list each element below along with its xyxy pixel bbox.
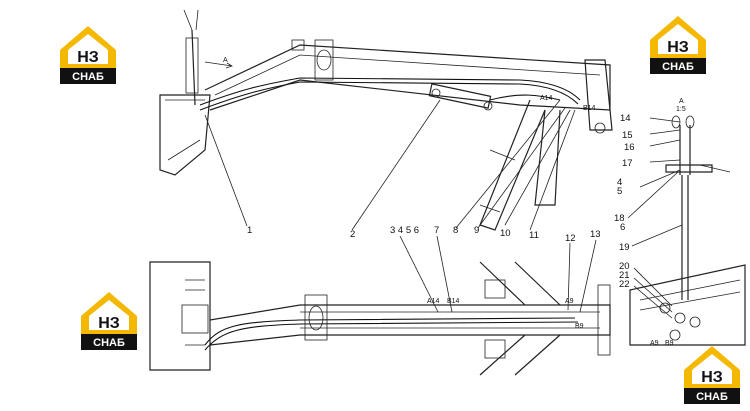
- callout-1: 1: [247, 225, 252, 236]
- callout-2: 2: [350, 229, 355, 240]
- view-scale: 1:5: [676, 106, 686, 113]
- callout-12: 12: [565, 233, 576, 244]
- callout-5: 5: [617, 186, 622, 197]
- brand-logo-bottom-right: НЗ СНАБ: [680, 342, 744, 406]
- callout-19: 19: [619, 242, 630, 253]
- callout-21: 21: [619, 270, 630, 281]
- callout-16: 16: [624, 142, 635, 153]
- plan-view: A14 B14 A9 B9: [149, 261, 611, 376]
- logo-icon: НЗ СНАБ: [684, 346, 740, 404]
- logo-monogram: НЗ: [701, 369, 723, 386]
- logo-monogram: НЗ: [98, 315, 120, 332]
- callout-9: 9: [474, 225, 479, 236]
- port-mark: B9: [575, 323, 584, 330]
- logo-monogram: НЗ: [77, 49, 99, 66]
- callout-18: 18: [614, 213, 625, 224]
- callout-6: 6: [620, 222, 625, 233]
- callout-3-4-5-6: 3 4 5 6: [390, 225, 419, 236]
- view-letter: A: [679, 98, 684, 105]
- callout-15: 15: [622, 130, 633, 141]
- callout-13: 13: [590, 229, 601, 240]
- logo-icon: НЗ СНАБ: [81, 292, 137, 350]
- callout-22: 22: [619, 279, 630, 290]
- port-mark: A9: [565, 298, 574, 305]
- brand-logo-top-left: НЗ СНАБ: [56, 22, 120, 86]
- leader-lines: [204, 99, 683, 319]
- detail-a-view: A 1:5: [665, 98, 731, 300]
- port-mark: A9: [650, 340, 659, 347]
- callout-7: 7: [434, 225, 439, 236]
- logo-text: СНАБ: [662, 61, 694, 73]
- callout-17: 17: [622, 158, 633, 169]
- logo-text: СНАБ: [696, 391, 728, 403]
- logo-text: СНАБ: [72, 71, 104, 83]
- port-mark: B14: [583, 105, 596, 112]
- logo-monogram: НЗ: [667, 39, 689, 56]
- logo-text: СНАБ: [93, 337, 125, 349]
- port-mark: B9: [665, 340, 674, 347]
- callout-4: 4: [617, 177, 622, 188]
- callout-labels: 1 2 3 4 5 6 7 8 9 10 11 12 13 14 15 16 1…: [247, 113, 635, 290]
- section-mark: A: [223, 57, 228, 64]
- brand-logo-bottom-left: НЗ СНАБ: [77, 288, 141, 352]
- port-mark: B14: [447, 298, 460, 305]
- callout-20: 20: [619, 261, 630, 272]
- port-mark: A14: [540, 95, 553, 102]
- callout-11: 11: [529, 230, 539, 241]
- brand-logo-top-right: НЗ СНАБ: [646, 12, 710, 76]
- valve-block-view: A9 B9: [629, 264, 746, 347]
- callout-14: 14: [620, 113, 631, 124]
- logo-icon: НЗ СНАБ: [650, 16, 706, 74]
- port-mark: A14: [427, 298, 440, 305]
- callout-8: 8: [453, 225, 458, 236]
- logo-icon: НЗ СНАБ: [60, 26, 116, 84]
- callout-10: 10: [500, 228, 511, 239]
